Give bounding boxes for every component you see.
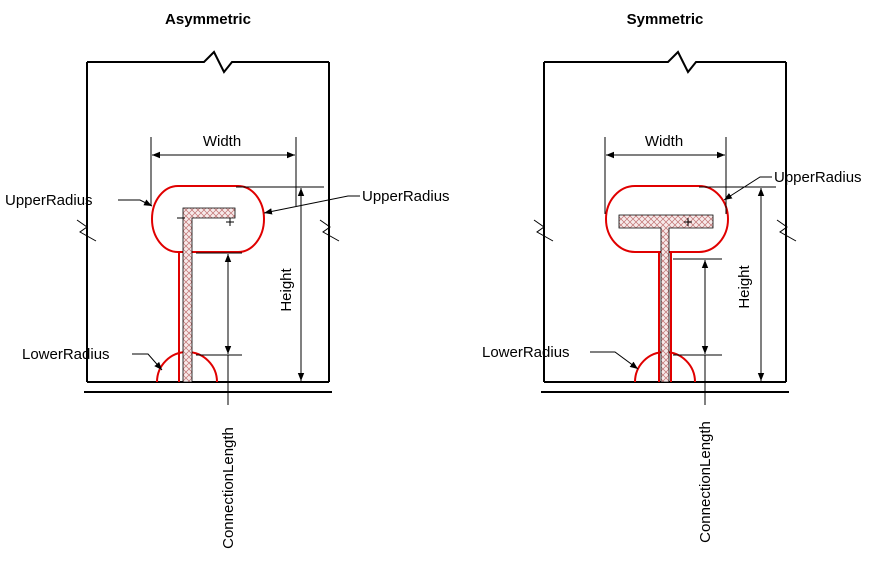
asymmetric-upper-cut bbox=[151, 185, 265, 253]
symmetric-upper-radius-leader bbox=[723, 176, 772, 201]
asymmetric-right-break bbox=[319, 219, 340, 242]
asymmetric-upper-radius-left-label: UpperRadius bbox=[5, 192, 93, 209]
asymmetric-title: Asymmetric bbox=[165, 11, 251, 28]
asymmetric-left-break bbox=[76, 219, 97, 242]
symmetric-frame bbox=[543, 50, 787, 383]
symmetric-centroid-mark bbox=[684, 218, 692, 226]
symmetric-tee-section bbox=[618, 214, 714, 383]
symmetric-panel: Symmetric Width Height ConnectionLeng bbox=[482, 11, 862, 543]
symmetric-left-break bbox=[533, 219, 554, 242]
symmetric-lower-radius-leader bbox=[590, 351, 639, 370]
asymmetric-height-label: Height bbox=[278, 267, 295, 311]
asymmetric-connection-length-label: ConnectionLength bbox=[220, 427, 237, 549]
symmetric-upper-radius-label: UpperRadius bbox=[774, 169, 862, 186]
symmetric-lower-radius-label: LowerRadius bbox=[482, 344, 570, 361]
asymmetric-upper-radius-left-leader bbox=[118, 199, 153, 207]
symmetric-title: Symmetric bbox=[627, 11, 704, 28]
asymmetric-frame bbox=[86, 50, 330, 383]
asymmetric-panel: Asymmetric Width Height Connecti bbox=[5, 11, 450, 549]
symmetric-width-label: Width bbox=[645, 133, 683, 150]
asymmetric-width-label: Width bbox=[203, 133, 241, 150]
symmetric-upper-cut bbox=[605, 185, 729, 253]
asymmetric-centroid-mark bbox=[226, 218, 234, 226]
symmetric-connection-length-label: ConnectionLength bbox=[697, 421, 714, 543]
asymmetric-angle-section bbox=[182, 207, 236, 383]
asymmetric-upper-radius-right-leader bbox=[263, 195, 360, 215]
asymmetric-lower-radius-leader bbox=[132, 353, 163, 371]
asymmetric-upper-radius-right-label: UpperRadius bbox=[362, 188, 450, 205]
symmetric-right-break bbox=[776, 219, 797, 242]
symmetric-height-label: Height bbox=[736, 264, 753, 308]
asymmetric-lower-radius-label: LowerRadius bbox=[22, 346, 110, 363]
